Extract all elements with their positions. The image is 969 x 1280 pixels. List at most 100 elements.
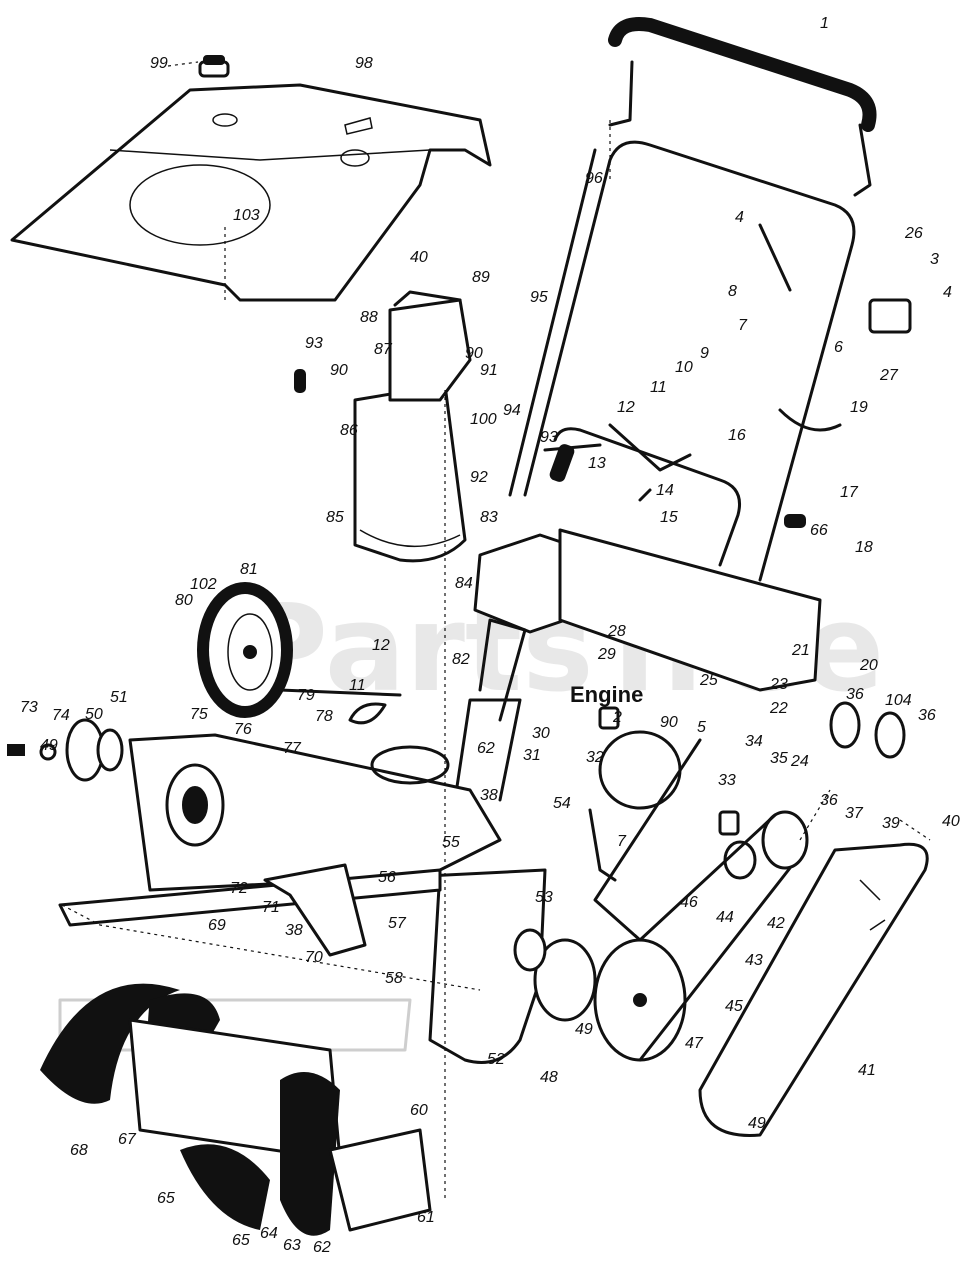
callout-90: 90 <box>660 714 678 731</box>
callout-62: 62 <box>313 1239 331 1256</box>
callout-54: 54 <box>553 795 571 812</box>
callout-3: 3 <box>930 251 939 268</box>
callout-44: 44 <box>716 909 734 926</box>
callout-67: 67 <box>118 1131 137 1148</box>
callout-4: 4 <box>735 209 744 226</box>
callout-15: 15 <box>660 509 678 526</box>
auger-housing <box>128 733 547 1064</box>
callout-36: 36 <box>846 686 864 703</box>
callout-19: 19 <box>850 399 868 416</box>
callout-10: 10 <box>675 359 693 376</box>
callout-47: 47 <box>685 1035 704 1052</box>
callout-65: 65 <box>232 1232 250 1249</box>
callout-8: 8 <box>728 283 737 300</box>
callout-95: 95 <box>530 289 548 306</box>
callout-42: 42 <box>767 915 785 932</box>
callout-84: 84 <box>455 575 473 592</box>
callout-49: 49 <box>40 737 58 754</box>
callout-39: 39 <box>882 815 900 832</box>
callout-57: 57 <box>388 915 407 932</box>
callout-50: 50 <box>85 706 103 723</box>
callout-102: 102 <box>190 576 217 593</box>
leader-lines <box>61 61 931 1200</box>
callout-78: 78 <box>315 708 333 725</box>
callout-34: 34 <box>745 733 763 750</box>
callout-93: 93 <box>540 429 558 446</box>
callout-38: 38 <box>285 922 303 939</box>
callout-11: 11 <box>349 677 366 694</box>
engine-label: Engine <box>570 682 643 707</box>
callout-43: 43 <box>745 952 763 969</box>
callout-70: 70 <box>305 949 323 966</box>
callout-22: 22 <box>769 700 788 717</box>
callout-66: 66 <box>810 522 828 539</box>
callout-68: 68 <box>70 1142 88 1159</box>
callout-73: 73 <box>20 699 38 716</box>
callout-71: 71 <box>262 899 280 916</box>
callout-83: 83 <box>480 509 498 526</box>
callout-56: 56 <box>378 869 396 886</box>
callout-89: 89 <box>472 269 490 286</box>
callout-38: 38 <box>480 787 498 804</box>
callout-58: 58 <box>385 970 403 987</box>
callout-80: 80 <box>175 592 193 609</box>
callout-30: 30 <box>532 725 550 742</box>
callout-16: 16 <box>728 427 746 444</box>
engine-block <box>453 528 822 802</box>
callout-65: 65 <box>157 1190 175 1207</box>
callout-45: 45 <box>725 998 743 1015</box>
callout-91: 91 <box>480 362 498 379</box>
callout-79: 79 <box>297 687 315 704</box>
callout-51: 51 <box>110 689 128 706</box>
callout-64: 64 <box>260 1225 278 1242</box>
callout-82: 82 <box>452 651 470 668</box>
callout-33: 33 <box>718 772 736 789</box>
callout-98: 98 <box>355 55 373 72</box>
callout-75: 75 <box>190 706 208 723</box>
upper-handle-grip <box>608 17 877 197</box>
callout-46: 46 <box>680 894 698 911</box>
callout-1: 1 <box>820 15 829 32</box>
callout-20: 20 <box>859 657 878 674</box>
callout-48: 48 <box>540 1069 558 1086</box>
callout-53: 53 <box>535 889 553 906</box>
callout-49: 49 <box>748 1115 766 1132</box>
callout-61: 61 <box>417 1209 435 1226</box>
callout-26: 26 <box>904 225 923 242</box>
callout-90: 90 <box>465 345 483 362</box>
discharge-chute <box>353 290 472 563</box>
callout-96: 96 <box>585 170 603 187</box>
callout-81: 81 <box>240 561 258 578</box>
scraper-bar <box>58 863 442 957</box>
callout-21: 21 <box>791 642 810 659</box>
callout-60: 60 <box>410 1102 428 1119</box>
callout-7: 7 <box>738 317 748 334</box>
callout-25: 25 <box>699 672 718 689</box>
callout-29: 29 <box>597 646 616 663</box>
callout-52: 52 <box>487 1051 505 1068</box>
callout-36: 36 <box>820 792 838 809</box>
callout-12: 12 <box>372 637 390 654</box>
hardware-fasteners <box>278 223 912 882</box>
callout-92: 92 <box>470 469 488 486</box>
callout-13: 13 <box>588 455 606 472</box>
callout-86: 86 <box>340 422 358 439</box>
engine-cover-shroud <box>10 83 492 302</box>
pulley-set <box>513 701 906 1062</box>
callout-103: 103 <box>233 207 260 224</box>
callout-74: 74 <box>52 707 70 724</box>
callout-76: 76 <box>234 721 252 738</box>
callout-85: 85 <box>326 509 344 526</box>
callout-77: 77 <box>283 740 302 757</box>
callout-88: 88 <box>360 309 378 326</box>
callout-104: 104 <box>885 692 912 709</box>
callout-63: 63 <box>283 1237 301 1254</box>
callout-35: 35 <box>770 750 788 767</box>
callout-9: 9 <box>700 345 709 362</box>
callout-93: 93 <box>305 335 323 352</box>
bearing-flange <box>7 718 124 782</box>
callout-4: 4 <box>943 284 952 301</box>
callout-24: 24 <box>790 753 809 770</box>
